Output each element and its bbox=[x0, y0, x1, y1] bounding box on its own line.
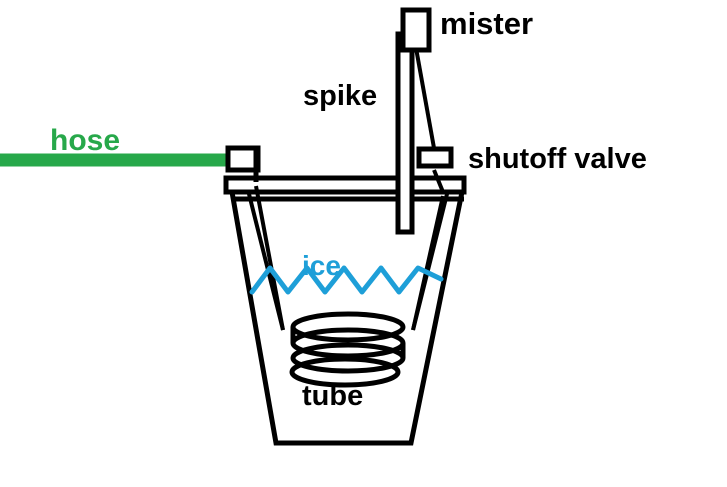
spike-tube bbox=[395, 31, 415, 235]
shutoff-valve-body bbox=[416, 146, 454, 169]
label-ice: ice bbox=[302, 250, 341, 281]
label-tube: tube bbox=[302, 380, 363, 412]
tube-coil bbox=[289, 311, 406, 388]
ice bbox=[249, 265, 444, 295]
bucket-outer-wall bbox=[229, 191, 465, 446]
valve-feed-line bbox=[414, 47, 445, 193]
spike bbox=[395, 31, 415, 235]
mister-head bbox=[400, 7, 432, 53]
hose-inlet-fitting bbox=[225, 145, 261, 182]
label-shutoff-valve: shutoff valve bbox=[468, 143, 647, 175]
coil-loop-4 bbox=[289, 356, 401, 388]
ice-zigzag bbox=[249, 265, 444, 295]
label-hose: hose bbox=[50, 124, 120, 157]
lid-top-bar bbox=[223, 175, 467, 195]
label-spike: spike bbox=[303, 80, 377, 112]
shutoff-valve bbox=[416, 146, 454, 169]
internal-feed-lines bbox=[254, 185, 445, 331]
label-mister: mister bbox=[440, 6, 533, 41]
mister bbox=[400, 7, 432, 53]
